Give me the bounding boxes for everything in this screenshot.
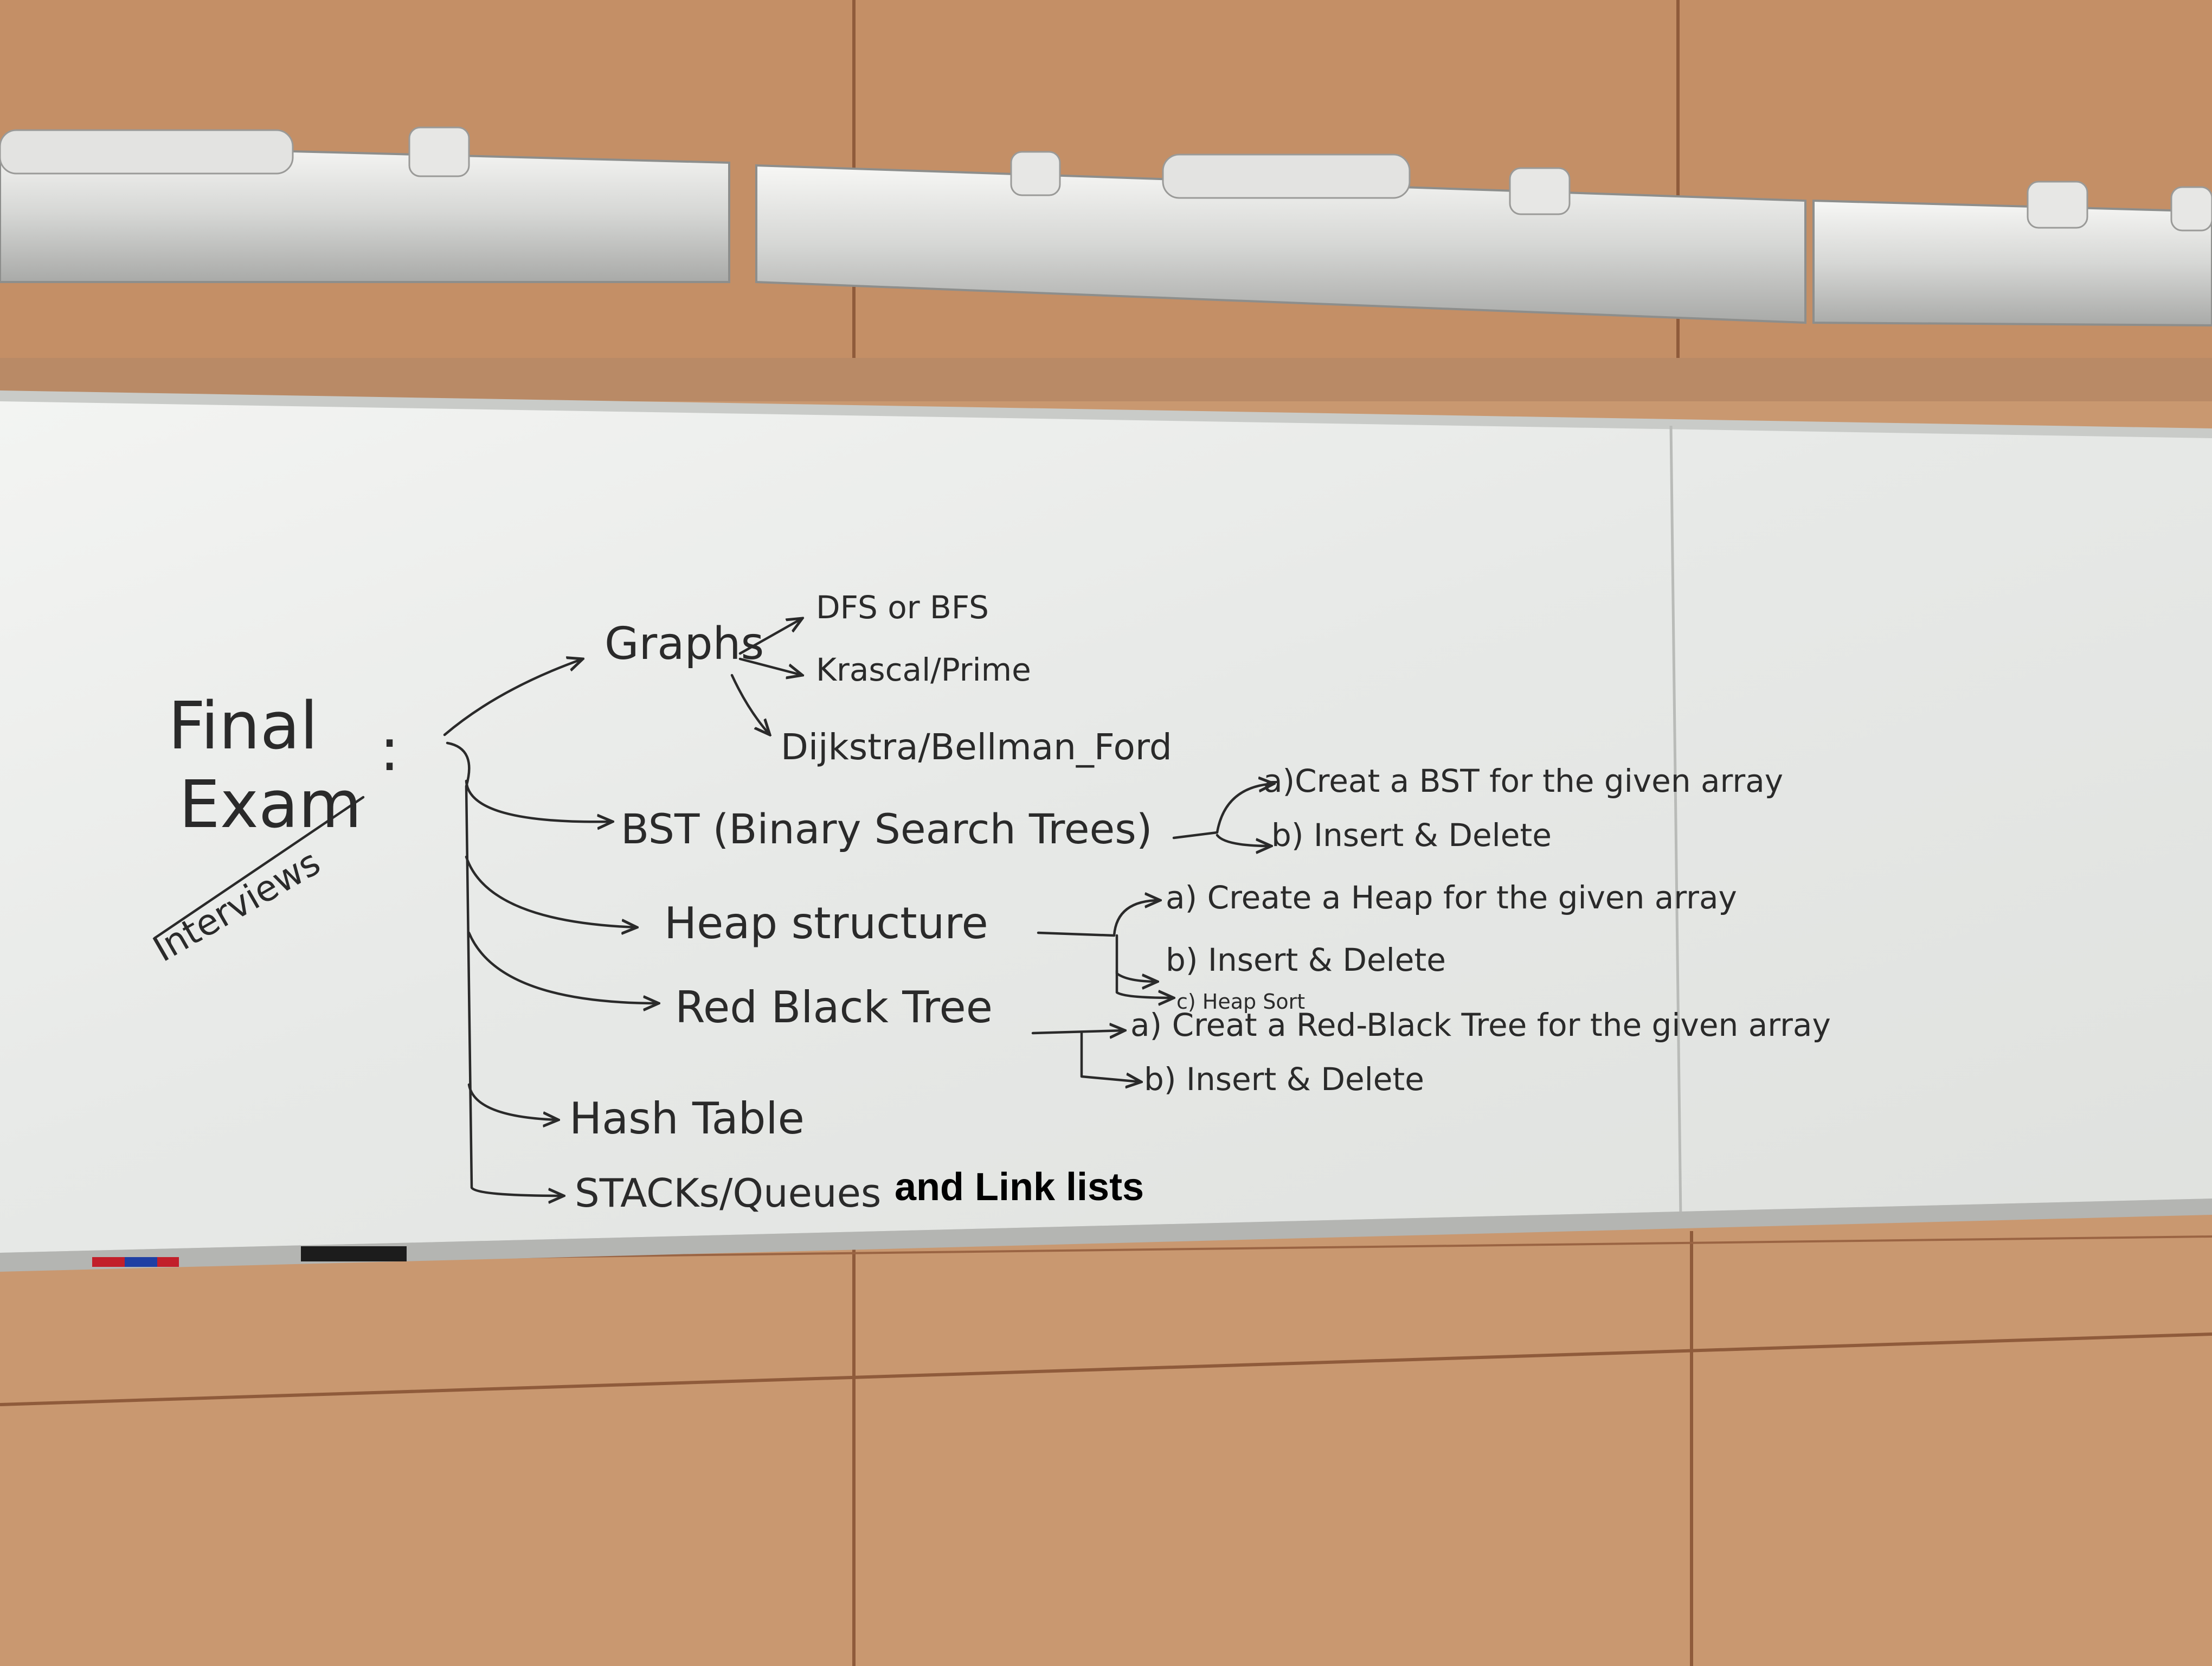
- graphs-group: Graphs DFS or BFS Krascal/Prime Dijkstra…: [605, 589, 1172, 768]
- bst-item-1: a)Creat a BST for the given array: [1263, 762, 1783, 799]
- final-label: Final: [168, 689, 318, 764]
- link-lists-overlay-text: and Link lists: [895, 1165, 1144, 1209]
- heap-item-1: a) Create a Heap for the given array: [1166, 879, 1737, 916]
- stacks-label: STACKs/Queues: [575, 1170, 881, 1216]
- graphs-item-1: DFS or BFS: [816, 589, 989, 626]
- colon-mark: :: [380, 715, 400, 784]
- bst-label: BST (Binary Search Trees): [621, 805, 1153, 853]
- heap-item-2: b) Insert & Delete: [1166, 941, 1446, 978]
- rbt-item-2: b) Insert & Delete: [1144, 1061, 1424, 1098]
- graphs-item-3: Dijkstra/Bellman_Ford: [781, 726, 1172, 768]
- heap-item-3: c) Heap Sort: [1176, 990, 1305, 1014]
- branch-arrows: [443, 659, 659, 1196]
- stacks-group: STACKs/Queues and Link lists: [575, 1165, 1144, 1216]
- rbt-item-1: a) Creat a Red-Black Tree for the given …: [1130, 1007, 1831, 1043]
- hash-group: Hash Table: [569, 1093, 805, 1144]
- whiteboard: [0, 358, 2212, 1272]
- overhead-lights: [0, 126, 2212, 327]
- graphs-item-2: Krascal/Prime: [816, 651, 1031, 688]
- exam-label: Exam: [179, 767, 362, 843]
- heap-group: Heap structure a) Create a Heap for the …: [664, 879, 1737, 1014]
- hash-label: Hash Table: [569, 1093, 805, 1144]
- graphs-label: Graphs: [605, 618, 764, 670]
- rbt-label: Red Black Tree: [675, 982, 993, 1033]
- bst-item-2: b) Insert & Delete: [1271, 817, 1552, 854]
- strike-line: [153, 796, 365, 940]
- heap-label: Heap structure: [664, 898, 988, 949]
- bst-group: BST (Binary Search Trees) a)Creat a BST …: [621, 762, 1783, 854]
- rbt-group: Red Black Tree a) Creat a Red-Black Tree…: [675, 982, 1831, 1098]
